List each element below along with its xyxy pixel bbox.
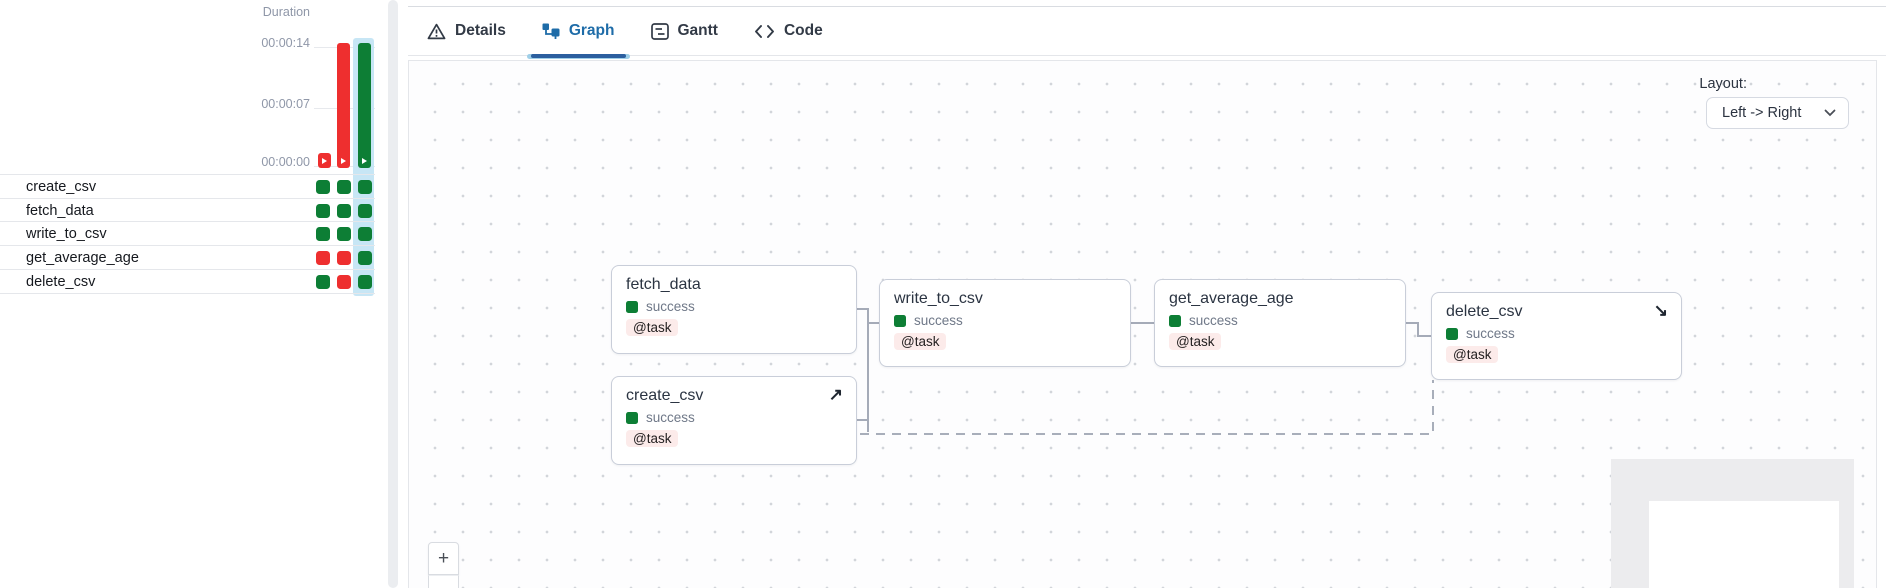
warning-triangle-icon bbox=[427, 23, 446, 39]
grid-bottom-border bbox=[0, 293, 375, 294]
task-instance-square[interactable] bbox=[337, 180, 351, 194]
zoom-out-button[interactable] bbox=[428, 575, 459, 588]
task-instance-square[interactable] bbox=[316, 251, 330, 265]
task-instance-square[interactable] bbox=[337, 227, 351, 241]
tab-code[interactable]: Code bbox=[739, 7, 838, 56]
code-brackets-icon bbox=[755, 24, 774, 38]
task-instance-square[interactable] bbox=[358, 251, 372, 265]
task-instance-square[interactable] bbox=[316, 227, 330, 241]
task-node-title: write_to_csv bbox=[894, 290, 983, 307]
panel-top-border bbox=[408, 6, 1886, 7]
state-label: success bbox=[646, 410, 695, 425]
task-name[interactable]: create_csv bbox=[26, 179, 97, 195]
task-row: write_to_csv bbox=[0, 221, 375, 245]
layout-selected-value: Left -> Right bbox=[1722, 105, 1802, 121]
task-instance-square[interactable] bbox=[337, 275, 351, 289]
state-label: success bbox=[1189, 313, 1238, 328]
dag-run-duration-bar[interactable] bbox=[358, 43, 371, 168]
operator-badge: @task bbox=[626, 319, 679, 336]
active-tab-indicator bbox=[526, 53, 630, 59]
task-node-delete-csv[interactable]: delete_csv success @task ↘ bbox=[1431, 292, 1682, 380]
edge-create-to-delete-dashed bbox=[860, 380, 1434, 435]
play-icon bbox=[341, 158, 346, 164]
state-label: success bbox=[1466, 326, 1515, 341]
state-dot bbox=[894, 314, 906, 327]
play-icon bbox=[322, 158, 327, 164]
chevron-down-icon bbox=[1824, 109, 1836, 117]
task-node-get-average-age[interactable]: get_average_age success @task bbox=[1154, 279, 1406, 367]
play-icon bbox=[362, 158, 367, 164]
panel-resize-handle[interactable] bbox=[388, 0, 398, 588]
task-name[interactable]: write_to_csv bbox=[26, 226, 107, 242]
tab-graph[interactable]: Graph bbox=[526, 7, 630, 59]
task-node-title: get_average_age bbox=[1169, 290, 1294, 307]
edge-get-average-to-delete bbox=[1406, 322, 1431, 337]
task-instance-square[interactable] bbox=[316, 180, 330, 194]
edge-fetch-create-bus bbox=[857, 308, 869, 421]
task-instance-square[interactable] bbox=[337, 251, 351, 265]
graph-canvas[interactable]: Layout: Left -> Right fetch_data success… bbox=[408, 60, 1877, 588]
task-name[interactable]: fetch_data bbox=[26, 203, 94, 219]
operator-badge: @task bbox=[626, 430, 679, 447]
task-instance-square[interactable] bbox=[358, 227, 372, 241]
task-node-title: fetch_data bbox=[626, 276, 701, 293]
task-instance-square[interactable] bbox=[358, 180, 372, 194]
task-instance-square[interactable] bbox=[316, 204, 330, 218]
dag-run-duration-bar[interactable] bbox=[318, 153, 331, 168]
task-instance-square[interactable] bbox=[358, 275, 372, 289]
graph-nodes-icon bbox=[542, 23, 560, 39]
task-instance-square[interactable] bbox=[316, 275, 330, 289]
tab-label: Details bbox=[455, 22, 506, 39]
state-dot bbox=[1169, 314, 1181, 327]
operator-badge: @task bbox=[1446, 346, 1499, 363]
grid-sidebar: Duration 00:00:14 00:00:07 00:00:00 crea… bbox=[0, 0, 391, 588]
node-arrow-icon[interactable]: ↘ bbox=[1653, 301, 1668, 320]
task-row: fetch_data bbox=[0, 198, 375, 222]
task-instance-square[interactable] bbox=[358, 204, 372, 218]
state-dot bbox=[626, 411, 638, 424]
task-name[interactable]: delete_csv bbox=[26, 274, 96, 290]
gantt-doc-icon bbox=[650, 22, 669, 40]
task-row: create_csv bbox=[0, 174, 375, 198]
task-instance-square[interactable] bbox=[337, 204, 351, 218]
duration-tick: 00:00:14 bbox=[261, 36, 310, 50]
operator-badge: @task bbox=[894, 333, 947, 350]
tab-label: Code bbox=[783, 22, 823, 39]
task-name[interactable]: get_average_age bbox=[26, 250, 139, 266]
node-arrow-icon[interactable]: ↗ bbox=[828, 385, 843, 404]
duration-tick: 00:00:07 bbox=[261, 97, 310, 111]
details-panel: Details Graph Gantt bbox=[398, 0, 1886, 588]
tab-gantt[interactable]: Gantt bbox=[636, 7, 733, 56]
tab-label: Graph bbox=[568, 22, 615, 39]
layout-label: Layout: bbox=[1699, 76, 1747, 92]
task-node-title: create_csv bbox=[626, 387, 704, 404]
duration-tick: 00:00:00 bbox=[261, 155, 310, 169]
layout-direction-select[interactable]: Left -> Right bbox=[1706, 97, 1849, 129]
task-node-title: delete_csv bbox=[1446, 303, 1523, 320]
operator-badge: @task bbox=[1169, 333, 1222, 350]
task-node-fetch-data[interactable]: fetch_data success @task bbox=[611, 265, 857, 354]
task-row: get_average_age bbox=[0, 245, 375, 269]
task-node-write-to-csv[interactable]: write_to_csv success @task bbox=[879, 279, 1131, 367]
state-dot bbox=[626, 300, 638, 313]
tab-bar: Details Graph Gantt bbox=[408, 7, 1886, 59]
tab-details[interactable]: Details bbox=[412, 7, 521, 56]
graph-minimap[interactable] bbox=[1611, 459, 1854, 588]
minimap-viewport bbox=[1649, 501, 1839, 588]
dag-run-duration-bar[interactable] bbox=[337, 43, 350, 168]
state-label: success bbox=[646, 299, 695, 314]
task-row: delete_csv bbox=[0, 269, 375, 293]
state-dot bbox=[1446, 327, 1458, 340]
tab-label: Gantt bbox=[677, 22, 718, 39]
task-node-create-csv[interactable]: create_csv success @task ↗ bbox=[611, 376, 857, 465]
state-label: success bbox=[914, 313, 963, 328]
zoom-in-button[interactable]: + bbox=[428, 542, 459, 575]
duration-axis-title: Duration bbox=[262, 5, 310, 19]
